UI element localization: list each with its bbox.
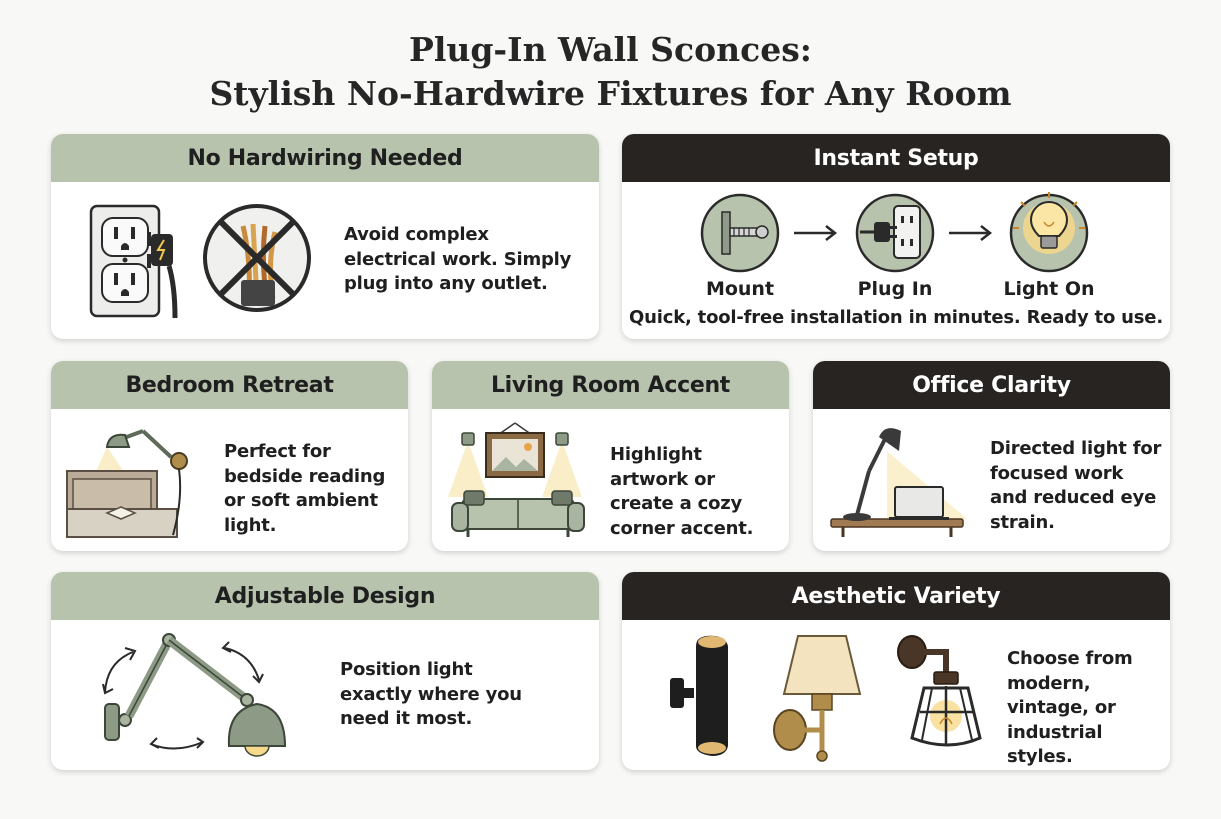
arrow-right-icon xyxy=(949,225,993,241)
outlet-plug-illustration xyxy=(89,204,311,319)
light-bulb-icon xyxy=(1009,192,1089,273)
card-heading: Bedroom Retreat xyxy=(51,361,408,409)
page-title: Plug-In Wall Sconces: Stylish No-Hardwir… xyxy=(0,28,1221,116)
no-hardwire-icon xyxy=(203,204,311,312)
card-living-room-accent: Living Room Accent Highlight artwork or … xyxy=(432,361,789,551)
card-text: Highlight artwork or create a cozy corne… xyxy=(610,444,754,539)
card-heading: Living Room Accent xyxy=(432,361,789,409)
card-text: Directed light for focused work and redu… xyxy=(990,438,1162,533)
title-line-2: Stylish No-Hardwire Fixtures for Any Roo… xyxy=(209,74,1012,113)
industrial-sconce-icon xyxy=(897,635,982,747)
card-heading: Adjustable Design xyxy=(51,572,599,620)
card-instant-setup: Instant Setup xyxy=(622,134,1170,339)
card-bedroom-retreat: Bedroom Retreat Perfect for bedside read… xyxy=(51,361,408,551)
card-text: Avoid complex electrical work. Simply pl… xyxy=(344,224,572,294)
card-no-hardwiring: No Hardwiring Needed A xyxy=(51,134,599,339)
card-aesthetic-variety: Aesthetic Variety Choose from modern, vi… xyxy=(622,572,1170,770)
step-label-light-on: Light On xyxy=(1003,278,1095,300)
card-text: Choose from modern, vintage, or industri… xyxy=(1007,648,1133,767)
desk-lamp-icon xyxy=(830,428,967,537)
title-line-1: Plug-In Wall Sconces: xyxy=(409,30,812,69)
card-heading: No Hardwiring Needed xyxy=(51,134,599,182)
setup-caption: Quick, tool-free installation in minutes… xyxy=(629,307,1163,328)
plug-in-icon xyxy=(855,193,935,273)
card-text: Perfect for bedside reading or soft ambi… xyxy=(224,441,386,536)
card-adjustable-design: Adjustable Design Position light exactly… xyxy=(51,572,599,770)
plug-cord-icon xyxy=(147,232,178,319)
bedroom-sconce-icon xyxy=(66,429,188,538)
modern-sconce-icon xyxy=(670,635,728,756)
card-text: Position light exactly where you need it… xyxy=(340,659,522,729)
living-room-sconce-icon xyxy=(448,422,585,537)
card-heading: Office Clarity xyxy=(813,361,1170,409)
card-heading: Instant Setup xyxy=(622,134,1170,182)
arrow-right-icon xyxy=(794,225,838,241)
setup-steps-illustration xyxy=(700,192,1089,273)
card-heading: Aesthetic Variety xyxy=(622,572,1170,620)
vintage-sconce-icon xyxy=(773,635,862,762)
step-label-mount: Mount xyxy=(705,278,775,300)
adjustable-arm-icon xyxy=(102,633,287,757)
step-label-plug-in: Plug In xyxy=(857,278,933,300)
mount-screw-icon xyxy=(700,193,780,273)
card-office-clarity: Office Clarity Directed light for focuse… xyxy=(813,361,1170,551)
